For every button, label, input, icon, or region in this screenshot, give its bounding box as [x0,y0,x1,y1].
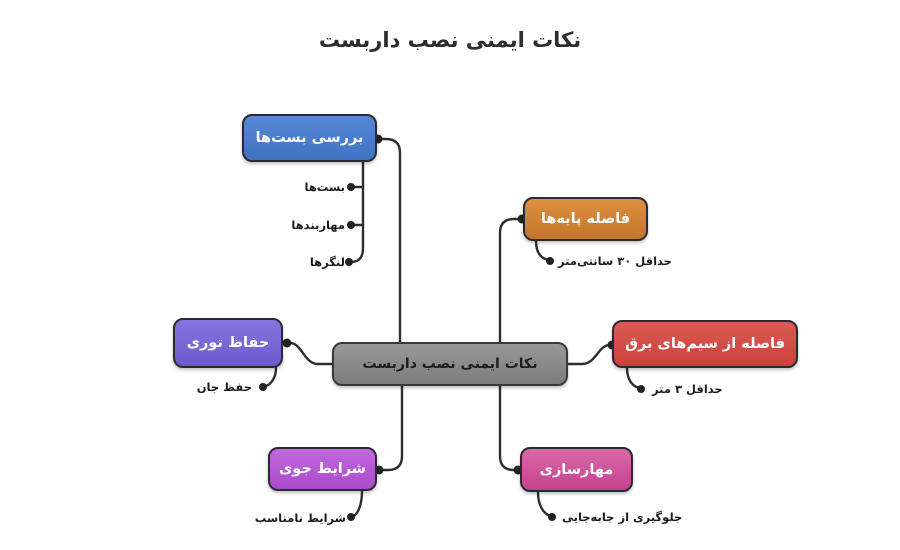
junction-dot [282,338,292,348]
connector-clamps-children [349,160,365,264]
connector-power-lines [566,343,612,366]
connector-base-spacing [498,217,525,344]
junction-dot [259,383,267,391]
child-label-braces[interactable]: مهاربندها [291,218,345,232]
child-label-min-3m[interactable]: حداقل ۳ متر [652,382,723,396]
connector-child [534,239,550,262]
node-bracing[interactable]: مهارسازی [520,447,633,492]
junction-dot [637,385,645,393]
child-label-bad-conditions[interactable]: شرایط نامناسب [254,511,346,525]
connector-weather [379,384,404,472]
child-label-clamps[interactable]: بست‌ها [304,180,346,194]
junction-dot [546,257,554,265]
child-label-anchors[interactable]: لنگرها [309,255,345,269]
node-base-spacing[interactable]: فاصله پایه‌ها [523,197,648,241]
page-title: نکات ایمنی نصب داربست [318,28,582,52]
connector-child [352,489,364,518]
child-label-save-life[interactable]: حفظ جان [196,380,252,394]
connector-check-clamps [375,137,402,344]
node-center-topic[interactable]: نکات ایمنی نصب داربست [332,342,568,386]
connector-child [625,366,641,390]
connector-child [536,490,552,518]
node-power-lines[interactable]: فاصله از سیم‌های برق [612,320,798,368]
junction-dot [347,221,355,229]
child-label-prevent-displacement[interactable]: جلوگیری از جابه‌جایی [562,510,683,524]
node-mesh-guard[interactable]: حفاظ توری [173,318,283,368]
child-label-min-30cm[interactable]: حداقل ۳۰ سانتی‌متر [558,254,672,268]
junction-dot [347,513,355,521]
junction-dot [347,183,355,191]
junction-dot [548,513,556,521]
junction-dot [345,258,353,266]
node-check-clamps[interactable]: بررسی بست‌ها [242,114,377,162]
connector-child [264,366,278,388]
connector-bracing [498,384,518,472]
node-weather[interactable]: شرایط جوی [268,447,377,491]
connector-mesh-guard [288,341,334,366]
